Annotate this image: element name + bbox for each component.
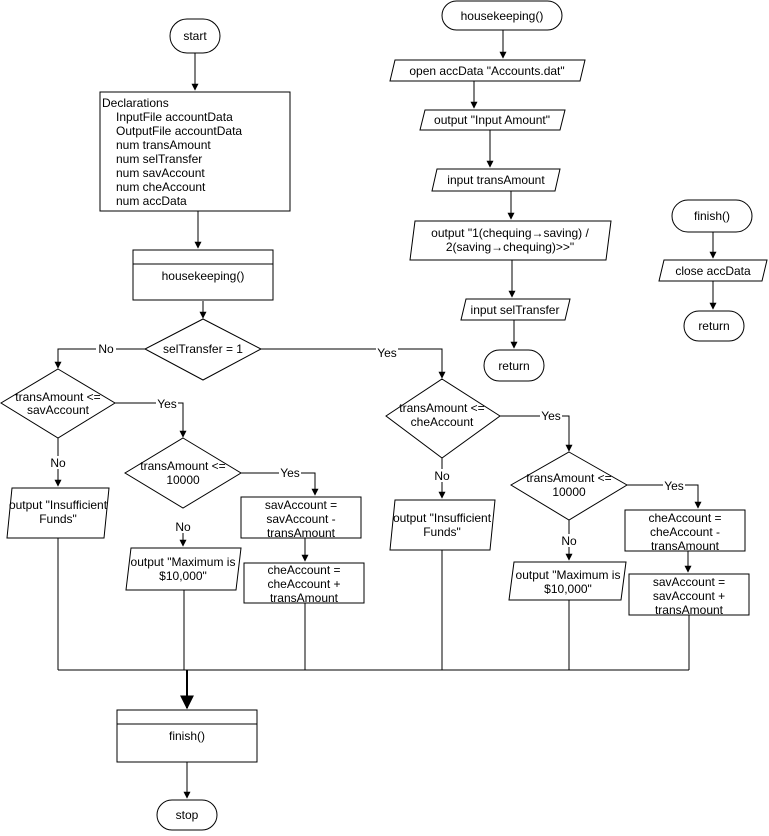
connector-left-limit-yes — [241, 472, 319, 496]
output-maximum-left: output "Maximum is $10,000" — [125, 547, 242, 591]
hk-return-label: return — [498, 359, 529, 373]
hk-input-amount: input transAmount — [431, 168, 561, 192]
hk-return-terminal: return — [483, 349, 545, 382]
process-line: transAmount — [651, 539, 720, 553]
housekeeping-call-label: housekeeping() — [162, 269, 245, 283]
label-right-limit-yes: Yes — [664, 479, 684, 493]
label-right-no: No — [434, 469, 450, 483]
hk-output-choice: output "1(chequing→saving) / 2(saving→ch… — [409, 220, 612, 261]
declaration-item: num transAmount — [116, 138, 211, 152]
declaration-item: num savAccount — [116, 166, 205, 180]
connector-right-limit-yes — [627, 484, 702, 509]
finish-terminal: finish() — [671, 199, 753, 233]
start-terminal: start — [169, 18, 221, 54]
decision-limit-line: 10000 — [552, 485, 586, 499]
output-maximum-line: output "Maximum is — [516, 568, 621, 582]
hk-output-amount-label: output "Input Amount" — [434, 113, 550, 127]
output-insufficient-line: Funds" — [39, 512, 77, 526]
edge-labels: No Yes No Yes No Yes No Yes No Yes — [48, 342, 685, 548]
connector-sel-yes — [261, 348, 446, 379]
finish-call-box: finish() — [116, 709, 258, 763]
finish-title: finish() — [694, 209, 730, 223]
declaration-item: OutputFile accountData — [116, 124, 242, 138]
decision-sav: transAmount <= savAccount — [0, 368, 116, 439]
process-line: savAccount - — [266, 512, 335, 526]
label-sel-yes: Yes — [377, 346, 397, 360]
hk-input-sel: input selTransfer — [460, 298, 571, 321]
process-line: savAccount = — [265, 498, 337, 512]
decision-seltransfer: selTransfer = 1 — [143, 318, 263, 381]
hk-output-choice-line: 2(saving→chequing)>>" — [446, 240, 574, 254]
process-line: savAccount + — [653, 589, 725, 603]
finish-return-terminal: return — [683, 310, 745, 342]
hk-output-amount: output "Input Amount" — [419, 109, 566, 131]
decision-limit-right: transAmount <= 10000 — [510, 451, 628, 521]
process-sav-minus: savAccount = savAccount - transAmount — [240, 496, 362, 540]
output-insufficient-line: output "Insufficient — [9, 498, 108, 512]
decision-che-line: cheAccount — [411, 415, 474, 429]
finish-return-label: return — [698, 319, 729, 333]
decision-seltransfer-label: selTransfer = 1 — [163, 342, 243, 356]
decision-sav-line: savAccount — [27, 403, 90, 417]
label-sel-no: No — [98, 342, 114, 356]
connector-left-yes-limit — [115, 402, 187, 438]
process-line: cheAccount = — [648, 511, 721, 525]
hk-open-file: open accData "Accounts.dat" — [389, 59, 586, 82]
process-line: cheAccount = — [267, 563, 340, 577]
hk-output-choice-line: output "1(chequing→saving) / — [431, 226, 589, 240]
output-insufficient-left: output "Insufficient Funds" — [6, 487, 110, 539]
declarations-box: Declarations InputFile accountData Outpu… — [99, 91, 291, 212]
decision-limit-line: 10000 — [166, 473, 200, 487]
decision-limit-line: transAmount <= — [140, 459, 225, 473]
decision-che-line: transAmount <= — [399, 401, 484, 415]
label-right-limit-no: No — [561, 534, 577, 548]
label-right-yes: Yes — [541, 409, 561, 423]
decision-che: transAmount <= cheAccount — [385, 378, 501, 459]
process-sav-plus: savAccount = savAccount + transAmount — [628, 573, 750, 617]
decision-limit-left: transAmount <= 10000 — [124, 437, 242, 509]
decision-sav-line: transAmount <= — [15, 390, 100, 404]
housekeeping-call-box: housekeeping() — [132, 249, 274, 301]
process-line: savAccount = — [653, 575, 725, 589]
decision-limit-line: transAmount <= — [526, 471, 611, 485]
process-line: transAmount — [655, 603, 724, 617]
connector-right-yes-limit — [500, 415, 573, 452]
stop-label: stop — [176, 808, 199, 822]
hk-input-sel-label: input selTransfer — [471, 303, 560, 317]
label-left-limit-yes: Yes — [280, 466, 300, 480]
process-che-minus: cheAccount = cheAccount - transAmount — [624, 509, 746, 553]
hk-input-amount-label: input transAmount — [447, 173, 545, 187]
housekeeping-terminal: housekeeping() — [441, 0, 563, 31]
output-maximum-line: $10,000" — [159, 569, 207, 583]
output-maximum-line: output "Maximum is — [131, 555, 236, 569]
declarations-title: Declarations — [102, 96, 169, 110]
label-left-yes: Yes — [157, 397, 177, 411]
declaration-item: InputFile accountData — [116, 110, 233, 124]
declaration-item: num selTransfer — [116, 152, 202, 166]
output-insufficient-line: Funds" — [423, 525, 461, 539]
process-che-plus: cheAccount = cheAccount + transAmount — [243, 562, 365, 605]
output-insufficient-line: output "Insufficient — [393, 511, 492, 525]
output-maximum-right: output "Maximum is $10,000" — [508, 561, 627, 601]
label-left-no: No — [50, 456, 66, 470]
output-maximum-line: $10,000" — [544, 582, 592, 596]
stop-terminal: stop — [156, 799, 218, 831]
declaration-item: num cheAccount — [116, 180, 206, 194]
finish-close-label: close accData — [675, 264, 751, 278]
start-label: start — [183, 29, 207, 43]
finish-call-label: finish() — [169, 729, 205, 743]
process-line: cheAccount + — [267, 577, 340, 591]
hk-open-label: open accData "Accounts.dat" — [409, 64, 564, 78]
process-line: transAmount — [270, 591, 339, 605]
label-left-limit-no: No — [175, 520, 191, 534]
output-insufficient-right: output "Insufficient Funds" — [389, 499, 496, 551]
process-line: cheAccount - — [650, 525, 720, 539]
process-line: transAmount — [267, 526, 336, 540]
finish-close-file: close accData — [658, 259, 768, 282]
declaration-item: num accData — [116, 194, 187, 208]
housekeeping-title: housekeeping() — [461, 9, 544, 23]
